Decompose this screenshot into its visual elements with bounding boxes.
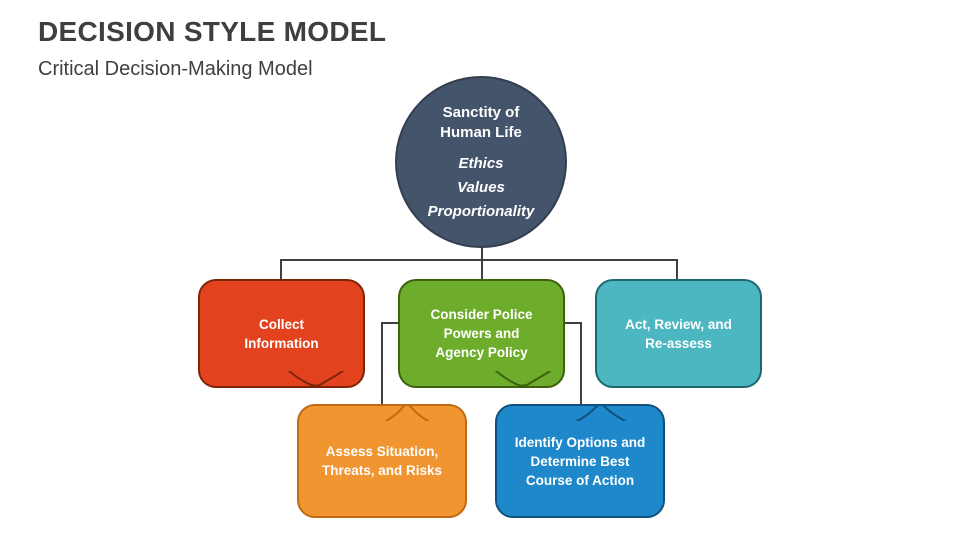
box-consider-police-powers: Consider Police Powers and Agency Policy	[398, 279, 565, 388]
connector-group	[280, 240, 678, 404]
box-act-review-reassess: Act, Review, and Re-assess	[595, 279, 762, 388]
box-label: Consider Police Powers and Agency Policy	[430, 307, 533, 360]
tail-pointer-up	[385, 404, 429, 421]
circle-title: Sanctity of Human Life	[440, 103, 522, 141]
connector-elbow-left	[381, 322, 398, 404]
box-label: Act, Review, and Re-assess	[625, 316, 732, 351]
tail-pointer-up	[576, 404, 626, 421]
page-title: DECISION STYLE MODEL	[38, 16, 387, 47]
box-assess-situation: Assess Situation, Threats, and Risks	[297, 404, 467, 518]
circle-value-proportionality: Proportionality	[427, 202, 535, 220]
box-label: Identify Options and Determine Best Cour…	[514, 434, 646, 488]
box-label: Assess Situation, Threats, and Risks	[321, 444, 443, 478]
circle-value-ethics: Ethics	[458, 154, 504, 172]
box-identify-options: Identify Options and Determine Best Cour…	[495, 404, 665, 518]
tail-pointer-down	[288, 371, 344, 387]
box-label: Collect Information	[244, 316, 319, 351]
box-collect-information: Collect Information	[198, 279, 365, 388]
tail-pointer-down	[495, 371, 551, 387]
circle-value-values: Values	[457, 178, 505, 196]
connector-elbow-right	[565, 322, 582, 404]
circle-sanctity-of-human-life: Sanctity of Human Life Ethics Values Pro…	[395, 76, 567, 248]
page-subtitle: Critical Decision-Making Model	[38, 58, 313, 80]
